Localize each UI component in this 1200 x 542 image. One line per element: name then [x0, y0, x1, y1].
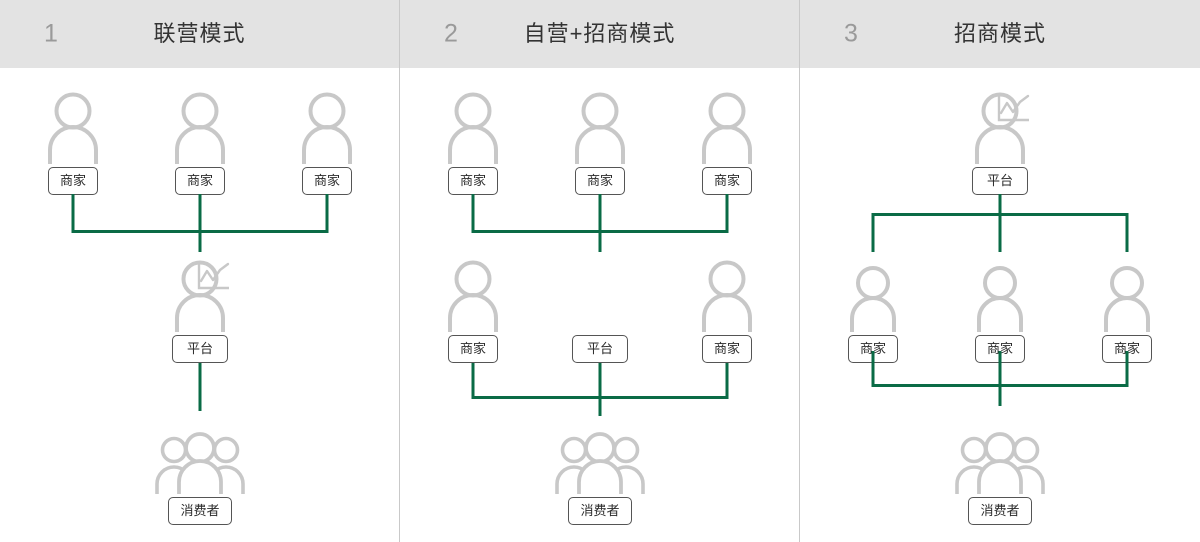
node-merchant-3[interactable]: 商家 [699, 86, 755, 195]
node-label: 商家 [701, 335, 752, 363]
panel-1-title: 联营模式 [153, 21, 246, 46]
panel-1-canvas: 商家 商家 商家 [0, 68, 400, 542]
node-platform[interactable]: 平台 [571, 254, 629, 363]
panel-1: 1 联营模式 商家 [0, 0, 400, 542]
node-label: 商家 [47, 167, 98, 195]
panel-3: 3 招商模式 平台 [800, 0, 1200, 542]
node-merchant-3[interactable]: 商家 [299, 86, 355, 195]
panel-3-header: 3 招商模式 [800, 0, 1200, 68]
connector-merchant-1-stub [71, 194, 75, 233]
person-icon [172, 86, 228, 164]
node-merchant-3[interactable]: 商家 [1101, 254, 1153, 363]
connector-to-merchant-2 [998, 213, 1002, 252]
node-consumer[interactable]: 消费者 [154, 416, 246, 525]
connector-merchant-1-stub [871, 351, 875, 387]
node-merchant-2[interactable]: 商家 [572, 86, 628, 195]
node-label: 商家 [701, 167, 752, 195]
node-label: 平台 [171, 335, 229, 363]
connector-merchant-1-stub [471, 194, 475, 233]
panel-3-number: 3 [844, 19, 858, 48]
line-chart-badge-icon [996, 94, 1030, 129]
person-icon [699, 254, 755, 332]
person-icon [847, 254, 899, 332]
person-icon [45, 86, 101, 164]
node-label: 商家 [174, 167, 225, 195]
node-consumer[interactable]: 消费者 [954, 416, 1046, 525]
node-label: 商家 [447, 335, 498, 363]
connector-mid-center-stub [598, 363, 602, 399]
node-merchant-2[interactable]: 商家 [172, 86, 228, 195]
connector-to-merchant-3 [1125, 213, 1129, 252]
person-icon [445, 86, 501, 164]
person-icon [699, 86, 755, 164]
connector-bar-to-consumer [598, 396, 602, 416]
node-label: 平台 [571, 335, 629, 363]
person-icon [172, 254, 230, 332]
person-icon [299, 86, 355, 164]
panel-1-number: 1 [44, 19, 58, 48]
node-label: 消费者 [168, 497, 232, 525]
node-merchant-1[interactable]: 商家 [445, 86, 501, 195]
platform-icon-placeholder [572, 254, 628, 332]
node-label: 平台 [971, 167, 1029, 195]
connector-mid-right-stub [725, 363, 729, 399]
node-merchant-right[interactable]: 商家 [699, 254, 755, 363]
node-consumer[interactable]: 消费者 [554, 416, 646, 525]
panel-2-canvas: 商家 商家 商家 [400, 68, 800, 542]
node-platform[interactable]: 平台 [171, 254, 230, 363]
person-icon [445, 254, 501, 332]
person-icon [974, 254, 1026, 332]
panel-2-title: 自营+招商模式 [523, 21, 676, 46]
people-group-icon [954, 416, 1046, 494]
connector-platform-stub [998, 194, 1002, 216]
connector-merchant-2-stub [198, 194, 202, 233]
node-merchant-left[interactable]: 商家 [445, 254, 501, 363]
connector-merchant-3-stub [725, 194, 729, 233]
person-icon [972, 86, 1030, 164]
connector-merchant-3-stub [1125, 351, 1129, 387]
node-label: 商家 [447, 167, 498, 195]
connector-bar-to-platform [198, 230, 202, 252]
connector-merchant-2-stub [998, 351, 1002, 387]
people-group-icon [554, 416, 646, 494]
node-merchant-1[interactable]: 商家 [45, 86, 101, 195]
node-label: 商家 [301, 167, 352, 195]
connector-mid-left-stub [471, 363, 475, 399]
node-merchant-2[interactable]: 商家 [974, 254, 1026, 363]
panel-2-header: 2 自营+招商模式 [400, 0, 799, 68]
connector-to-merchant-1 [871, 213, 875, 252]
person-icon [572, 86, 628, 164]
panel-2-number: 2 [444, 19, 458, 48]
connector-merchant-2-stub [598, 194, 602, 233]
panel-2: 2 自营+招商模式 商家 商 [400, 0, 800, 542]
node-label: 消费者 [568, 497, 632, 525]
connector-bar-to-platform [598, 230, 602, 252]
node-merchant-1[interactable]: 商家 [847, 254, 899, 363]
node-platform[interactable]: 平台 [971, 86, 1030, 195]
connector-merchant-3-stub [325, 194, 329, 233]
people-group-icon [154, 416, 246, 494]
connector-platform-to-consumer [198, 363, 202, 411]
panel-3-title: 招商模式 [953, 21, 1047, 46]
node-label: 消费者 [968, 497, 1032, 525]
panel-3-canvas: 平台 商家 [800, 68, 1200, 542]
line-chart-badge-icon [196, 262, 230, 297]
person-icon [1101, 254, 1153, 332]
connector-bar-to-consumer [998, 384, 1002, 406]
panel-1-header: 1 联营模式 [0, 0, 399, 68]
node-label: 商家 [574, 167, 625, 195]
